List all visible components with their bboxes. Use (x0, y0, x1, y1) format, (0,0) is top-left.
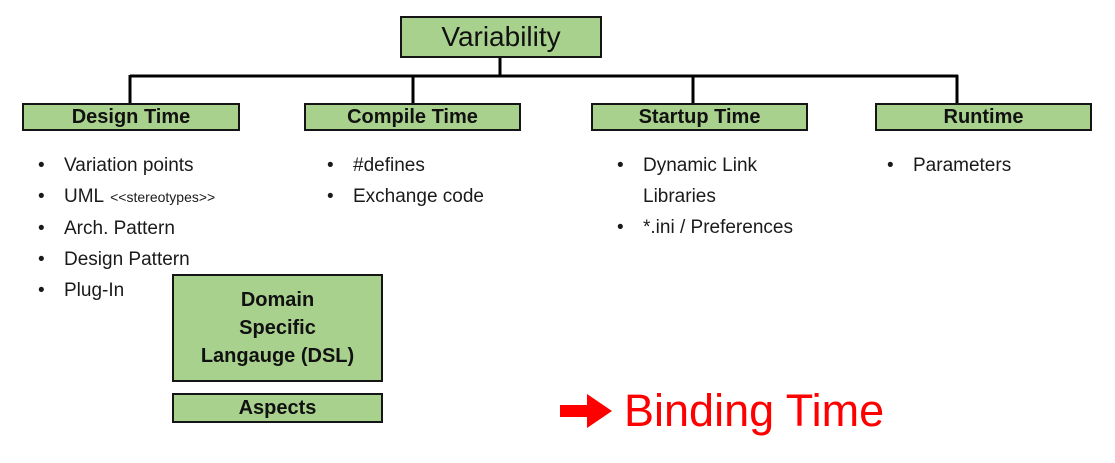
list-item: • Variation points (28, 150, 268, 181)
list-item: • Dynamic Link Libraries (607, 150, 807, 212)
list-item: • #defines (317, 150, 537, 181)
node-variability: Variability (400, 16, 602, 58)
bullet-marker: • (38, 155, 45, 176)
bullet-marker: • (38, 280, 45, 301)
node-aspects-label: Aspects (238, 396, 317, 419)
node-dsl: Domain Specific Langauge (DSL) (172, 274, 383, 382)
list-item: • UML<<stereotypes>> (28, 181, 268, 213)
dsl-line: Specific (239, 317, 316, 339)
list-item: • Plug-In (28, 275, 268, 306)
node-compile-time-label: Compile Time (347, 105, 478, 128)
bullet-marker: • (38, 218, 45, 239)
bullet-marker: • (38, 249, 45, 270)
list-item-text: Arch. Pattern (64, 218, 175, 239)
list-item-text: Design Pattern (64, 249, 190, 270)
dsl-line: Domain (240, 289, 315, 311)
list-item-text: #defines (353, 155, 425, 176)
bullet-marker: • (617, 217, 624, 238)
node-aspects: Aspects (172, 393, 383, 423)
list-item-text: Variation points (64, 155, 194, 176)
list-item: • *.ini / Preferences (607, 212, 807, 243)
binding-time-callout: Binding Time (560, 385, 884, 437)
node-design-time-label: Design Time (71, 105, 191, 128)
list-item-text: Plug-In (64, 280, 125, 301)
node-variability-label: Variability (441, 21, 561, 52)
bullet-marker: • (887, 155, 894, 176)
design-time-list: • Variation points • UML<<stereotypes>> … (28, 150, 268, 306)
list-item-text: Dynamic Link Libraries (643, 155, 758, 207)
dsl-line: Langauge (DSL) (200, 345, 355, 367)
bullet-marker: • (327, 155, 334, 176)
node-startup-time: Startup Time (591, 103, 808, 131)
list-item-text: UML<<stereotypes>> (64, 186, 216, 207)
list-item-text: *.ini / Preferences (643, 217, 793, 238)
list-item: • Design Pattern (28, 244, 268, 275)
list-item-text: Parameters (913, 155, 1012, 176)
list-item: • Arch. Pattern (28, 213, 268, 244)
bullet-marker: • (38, 186, 45, 207)
node-runtime: Runtime (875, 103, 1092, 131)
node-startup-time-label: Startup Time (638, 105, 761, 128)
startup-time-list: • Dynamic Link Libraries • *.ini / Prefe… (607, 150, 807, 243)
runtime-list: • Parameters (877, 150, 1097, 181)
list-item: • Exchange code (317, 181, 537, 212)
node-compile-time: Compile Time (304, 103, 521, 131)
node-design-time: Design Time (22, 103, 240, 131)
list-item: • Parameters (877, 150, 1097, 181)
list-item-text: Exchange code (353, 186, 484, 207)
right-arrow-icon (560, 394, 612, 428)
bullet-marker: • (617, 155, 624, 176)
binding-time-label: Binding Time (624, 385, 885, 436)
bullet-marker: • (327, 186, 334, 207)
compile-time-list: • #defines • Exchange code (317, 150, 537, 212)
stereotypes-annotation: <<stereotypes>> (110, 189, 216, 205)
node-runtime-label: Runtime (943, 105, 1024, 128)
